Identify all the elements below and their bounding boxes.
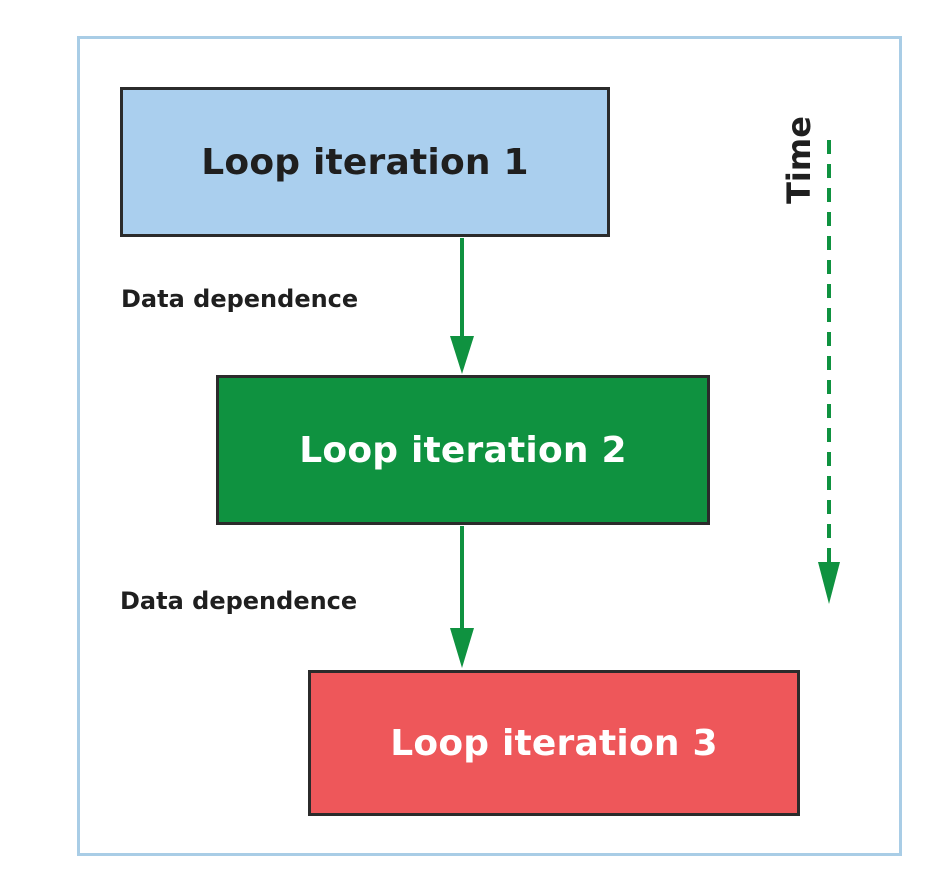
loop-iteration-3-box: Loop iteration 3 bbox=[308, 670, 800, 816]
loop-iteration-1-label: Loop iteration 1 bbox=[201, 141, 529, 183]
loop-iteration-1-box: Loop iteration 1 bbox=[120, 87, 610, 237]
loop-iteration-2-label: Loop iteration 2 bbox=[299, 429, 627, 471]
loop-iteration-2-box: Loop iteration 2 bbox=[216, 375, 710, 525]
time-arrow bbox=[818, 140, 840, 604]
dependence-arrow-2 bbox=[450, 526, 474, 668]
data-dependence-label-2: Data dependence bbox=[120, 587, 358, 615]
loop-iteration-3-label: Loop iteration 3 bbox=[390, 722, 718, 764]
dependence-arrow-1 bbox=[450, 238, 474, 374]
data-dependence-label-1: Data dependence bbox=[121, 285, 359, 313]
